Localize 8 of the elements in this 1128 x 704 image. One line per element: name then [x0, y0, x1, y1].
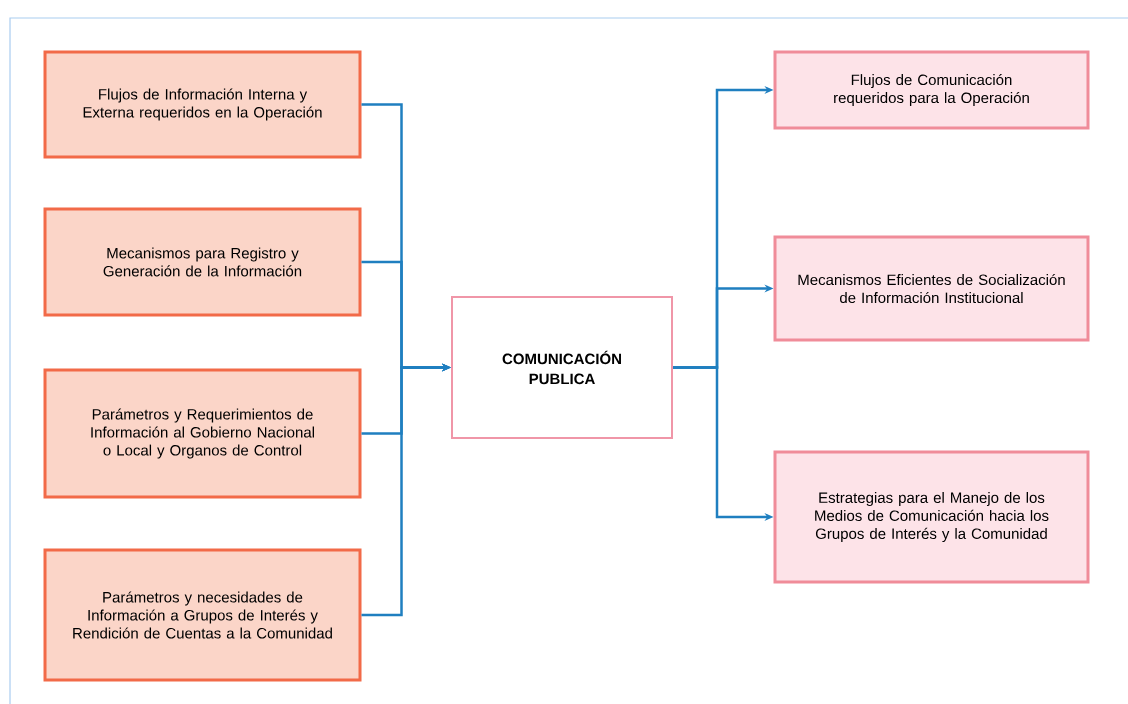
input-box: Mecanismos para Registro y Generación de la Información — [43, 207, 362, 317]
output-box: Flujos de Comunicación requeridos para la Operación — [773, 50, 1090, 130]
output-box: Mecanismos Eficientes de Socialización de Información Institucional — [773, 235, 1090, 342]
output-box: Estrategias para el Manejo de los Medios de Comunicación hacia los Grupos de Interés y la Comunidad — [773, 450, 1090, 584]
input-box: Parámetros y Requerimientos de Información al Gobierno Nacional o Local y Organos de Control — [43, 368, 362, 499]
input-box: Parámetros y necesidades de Información a Grupos de Interés y Rendición de Cuentas a la Comunidad — [43, 548, 362, 682]
input-box: Flujos de Información Interna y Externa requeridos en la Operación — [43, 50, 362, 159]
central-box: COMUNICACIÓN PUBLICA — [451, 296, 673, 439]
